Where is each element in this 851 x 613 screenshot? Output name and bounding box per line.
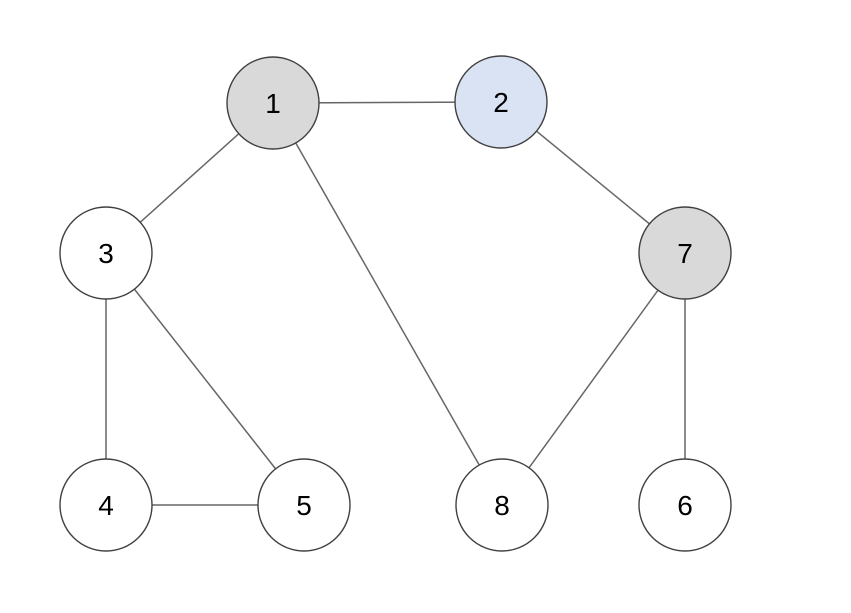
graph-node-circle-5: [257, 458, 351, 552]
graph-node-4: 4: [59, 458, 153, 552]
graph-edge-3-5: [105, 252, 305, 506]
graph-node-3: 3: [59, 206, 153, 300]
graph-node-6: 6: [638, 458, 732, 552]
graph-node-circle-3: [59, 206, 153, 300]
graph-node-circle-6: [638, 458, 732, 552]
graph-node-circle-2: [454, 55, 548, 149]
graph-node-5: 5: [257, 458, 351, 552]
graph-node-8: 8: [455, 458, 549, 552]
graph-node-1: 1: [226, 56, 320, 150]
graph-node-2: 2: [454, 55, 548, 149]
graph-node-7: 7: [638, 206, 732, 300]
graph-edge-7-8: [501, 252, 686, 506]
graph-node-circle-4: [59, 458, 153, 552]
edge-layer: [105, 101, 686, 506]
graph-node-circle-8: [455, 458, 549, 552]
graph-node-circle-7: [638, 206, 732, 300]
graph-edge-1-8: [272, 102, 503, 506]
graph-node-circle-1: [226, 56, 320, 150]
